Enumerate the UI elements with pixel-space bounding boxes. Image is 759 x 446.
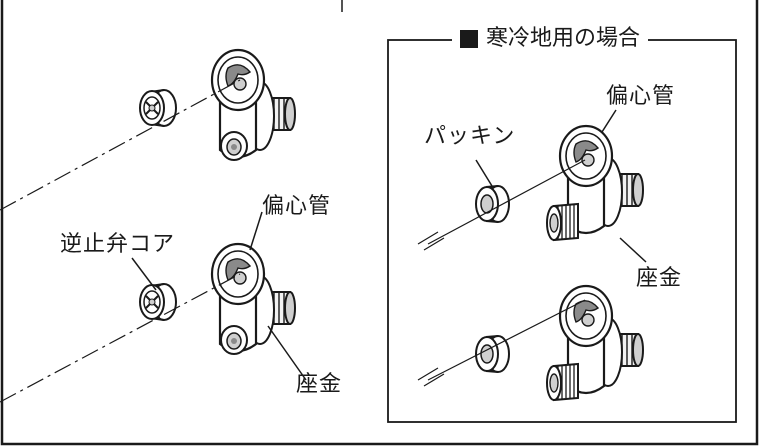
leader-washer-left — [267, 325, 307, 381]
core-lower-left — [139, 283, 177, 321]
square-bullet-icon — [460, 30, 478, 48]
fitting-cold-upper — [545, 124, 645, 242]
axis-line-lower — [0, 273, 241, 403]
core-upper-left — [139, 89, 177, 127]
cold-region-title-text: 寒冷地用の場合 — [486, 26, 641, 51]
break-mark-upper — [417, 231, 445, 251]
leader-washer-right — [619, 237, 647, 263]
fitting-cold-lower — [545, 284, 645, 402]
axis-line-upper — [0, 79, 241, 211]
label-eccentric-pipe-right: 偏心管 — [606, 84, 676, 109]
packing-cold-upper — [475, 185, 510, 223]
label-washer-left: 座金 — [296, 372, 343, 397]
label-washer-right: 座金 — [636, 266, 683, 291]
leader-packing — [475, 159, 493, 187]
label-check-valve-core: 逆止弁コア — [60, 232, 176, 257]
cold-region-title: 寒冷地用の場合 — [452, 26, 649, 51]
fitting-upper-left — [210, 48, 297, 162]
leader-core — [131, 257, 157, 291]
leader-eccentric-right — [601, 109, 617, 133]
axis-line-cold-lower — [427, 299, 586, 381]
axis-line-cold-upper — [427, 159, 586, 245]
label-eccentric-pipe-left: 偏心管 — [262, 194, 332, 219]
leader-eccentric-left — [249, 211, 263, 251]
fitting-lower-left — [210, 242, 297, 356]
break-mark-lower — [417, 367, 445, 387]
label-packing: パッキン — [424, 124, 516, 149]
